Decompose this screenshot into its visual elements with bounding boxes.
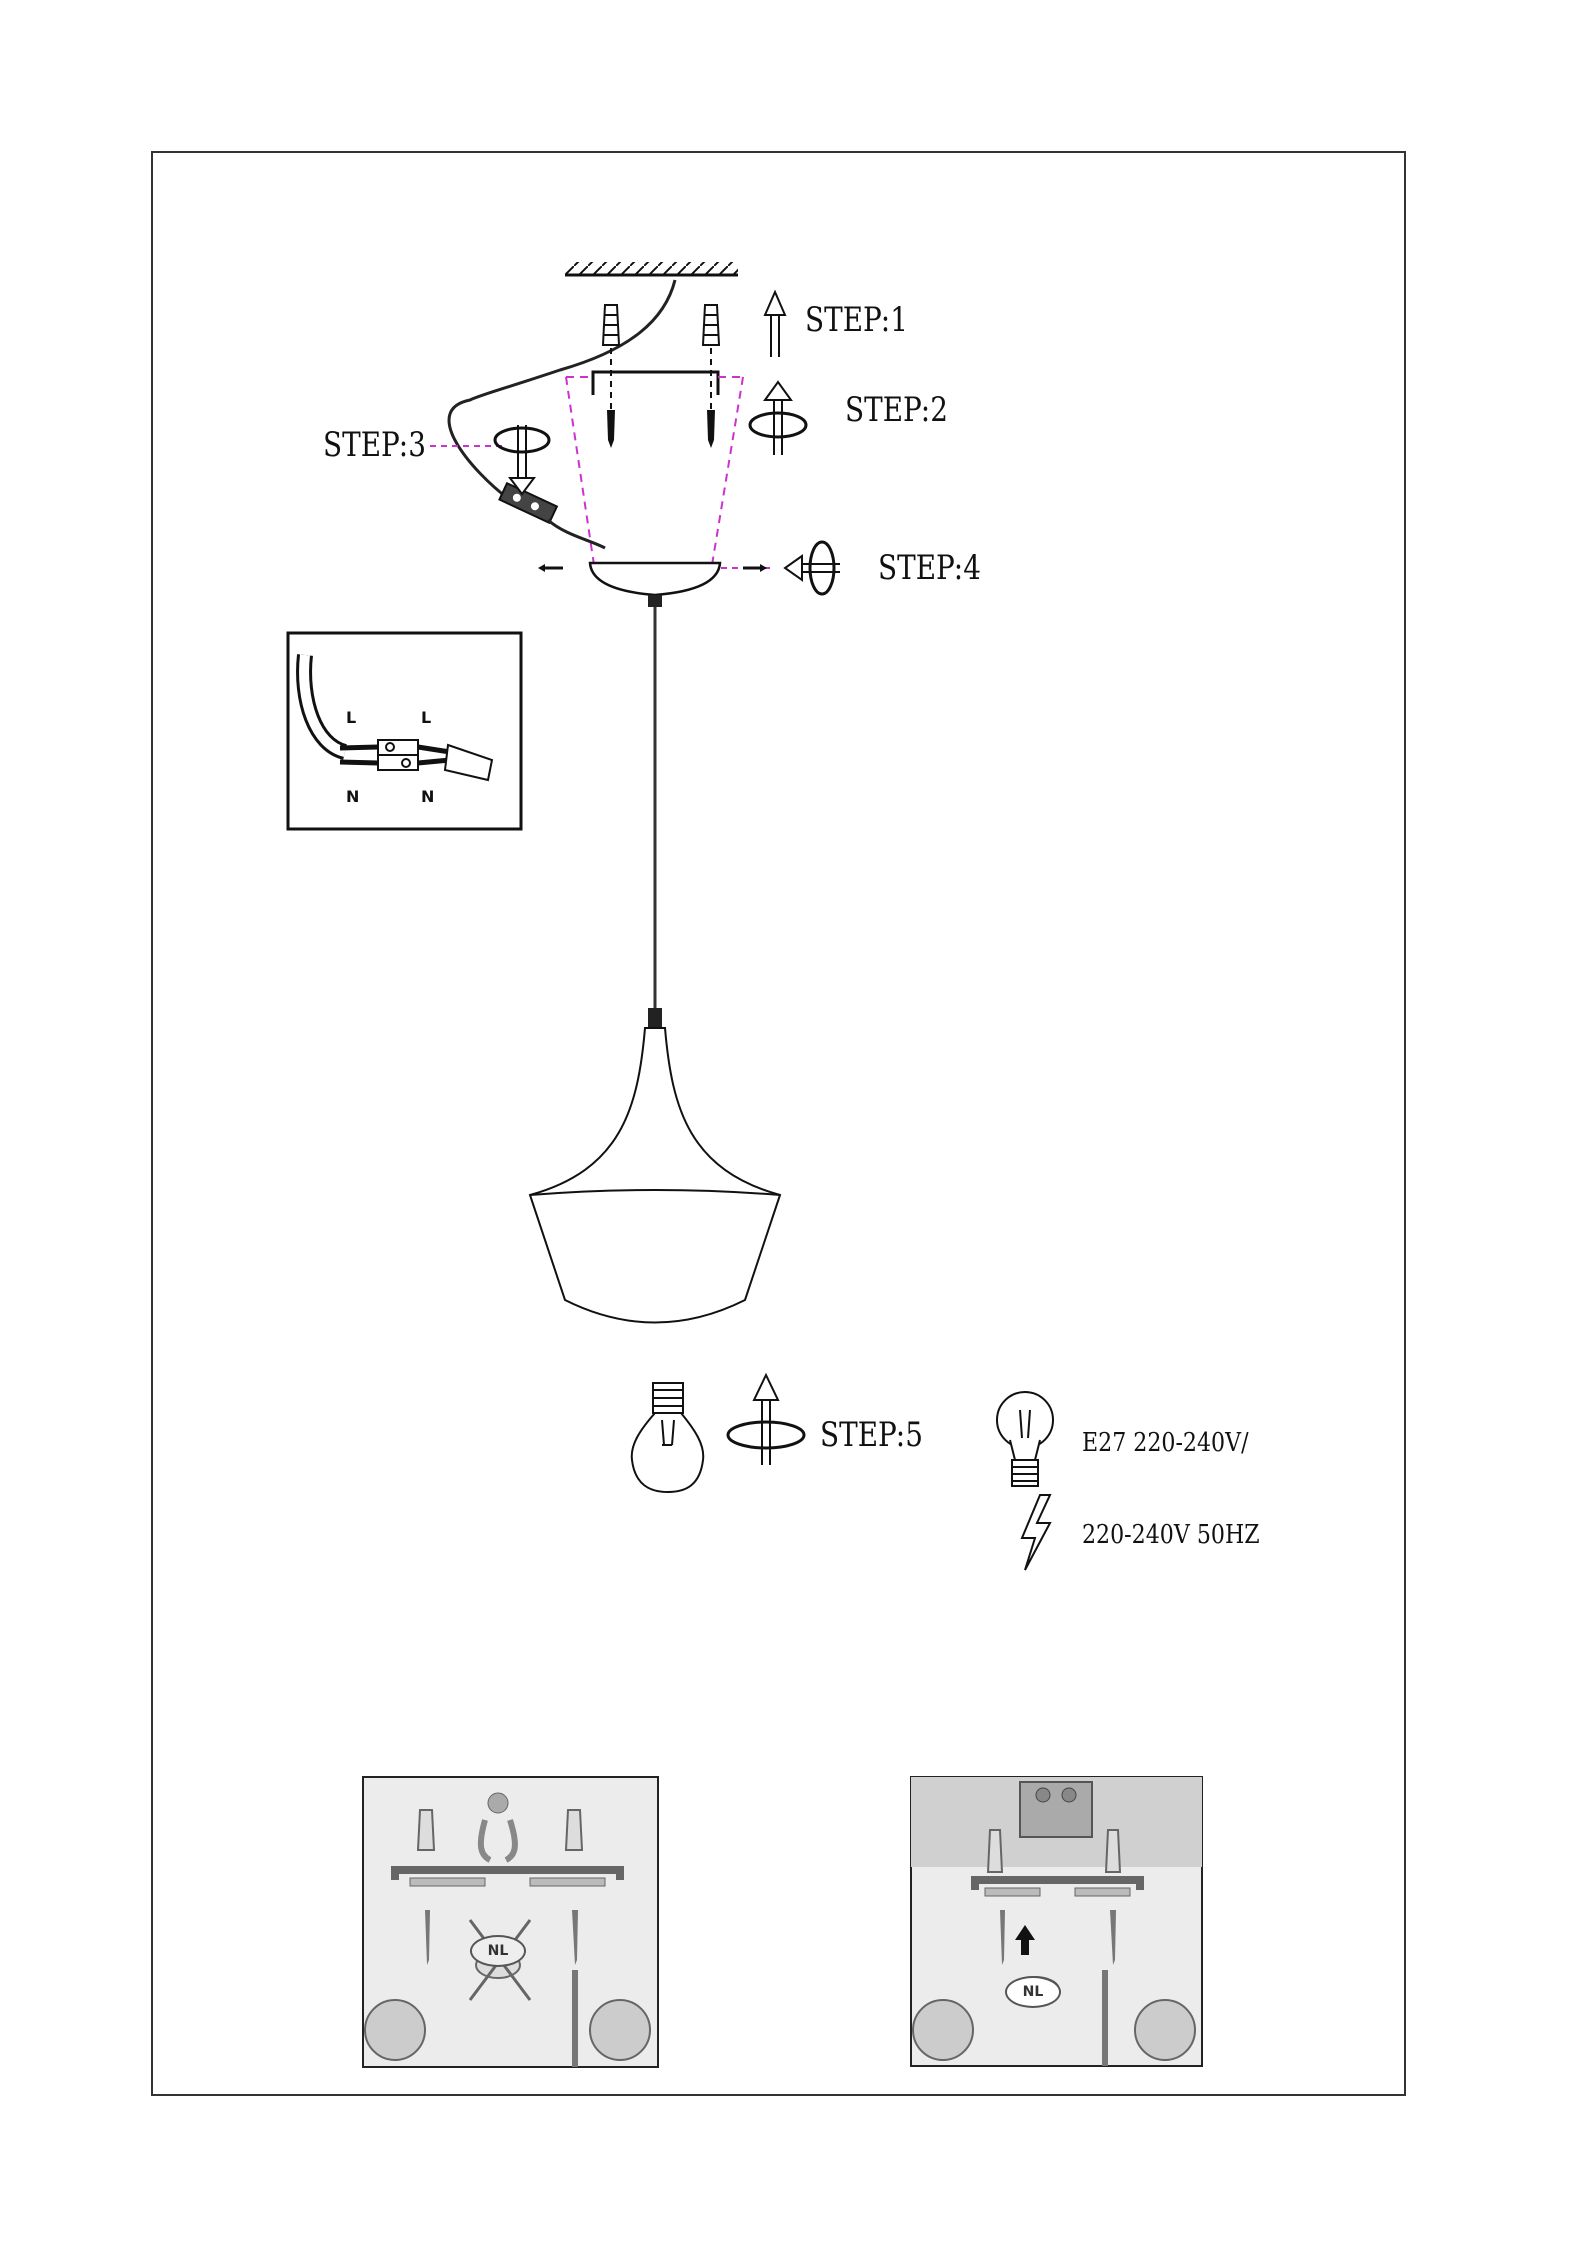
nl-badge-right: NL bbox=[1005, 1976, 1061, 2008]
step4-label: STEP:4 bbox=[878, 548, 981, 588]
rotate-arrow-step5 bbox=[728, 1375, 804, 1465]
canopy-screw-left bbox=[538, 564, 563, 572]
lamp-shade bbox=[530, 1028, 780, 1323]
mount-panel-left bbox=[363, 1777, 658, 2067]
ceiling-canopy bbox=[590, 563, 720, 595]
terminal-block bbox=[499, 483, 556, 523]
wire-live-right: L bbox=[421, 708, 431, 727]
wire-live-left: L bbox=[346, 708, 356, 727]
up-arrow-step1 bbox=[765, 292, 785, 357]
step1-label: STEP:1 bbox=[805, 300, 908, 340]
lightning-icon bbox=[1022, 1495, 1050, 1570]
bulb-spec-icon bbox=[997, 1392, 1053, 1486]
power-spec-text: 220-240V 50HZ bbox=[1082, 1520, 1260, 1550]
step5-label: STEP:5 bbox=[820, 1415, 923, 1455]
rotate-arrow-step3 bbox=[495, 425, 549, 494]
wire-neutral-left: N bbox=[346, 787, 359, 806]
bulb-icon-step5 bbox=[632, 1383, 704, 1492]
wiring-inset bbox=[288, 633, 521, 829]
rotate-arrow-step4 bbox=[785, 542, 840, 594]
wall-plug-left bbox=[603, 305, 619, 345]
canopy-guide-lines bbox=[566, 377, 743, 565]
nl-badge-left: NL bbox=[470, 1935, 526, 1967]
step2-label: STEP:2 bbox=[845, 390, 948, 430]
canopy-screw-right bbox=[743, 564, 767, 572]
wire-neutral-right: N bbox=[421, 787, 434, 806]
bracket-screw-right bbox=[707, 410, 715, 448]
bracket-screw-left bbox=[607, 410, 615, 448]
bulb-spec-text: E27 220-240V/ bbox=[1082, 1428, 1249, 1458]
supply-cable bbox=[449, 280, 675, 500]
ceiling bbox=[565, 262, 738, 275]
step3-label: STEP:3 bbox=[323, 425, 426, 465]
rotate-arrow-step2 bbox=[750, 382, 806, 455]
wall-plug-right bbox=[703, 305, 719, 345]
mount-panel-right bbox=[911, 1777, 1202, 2066]
